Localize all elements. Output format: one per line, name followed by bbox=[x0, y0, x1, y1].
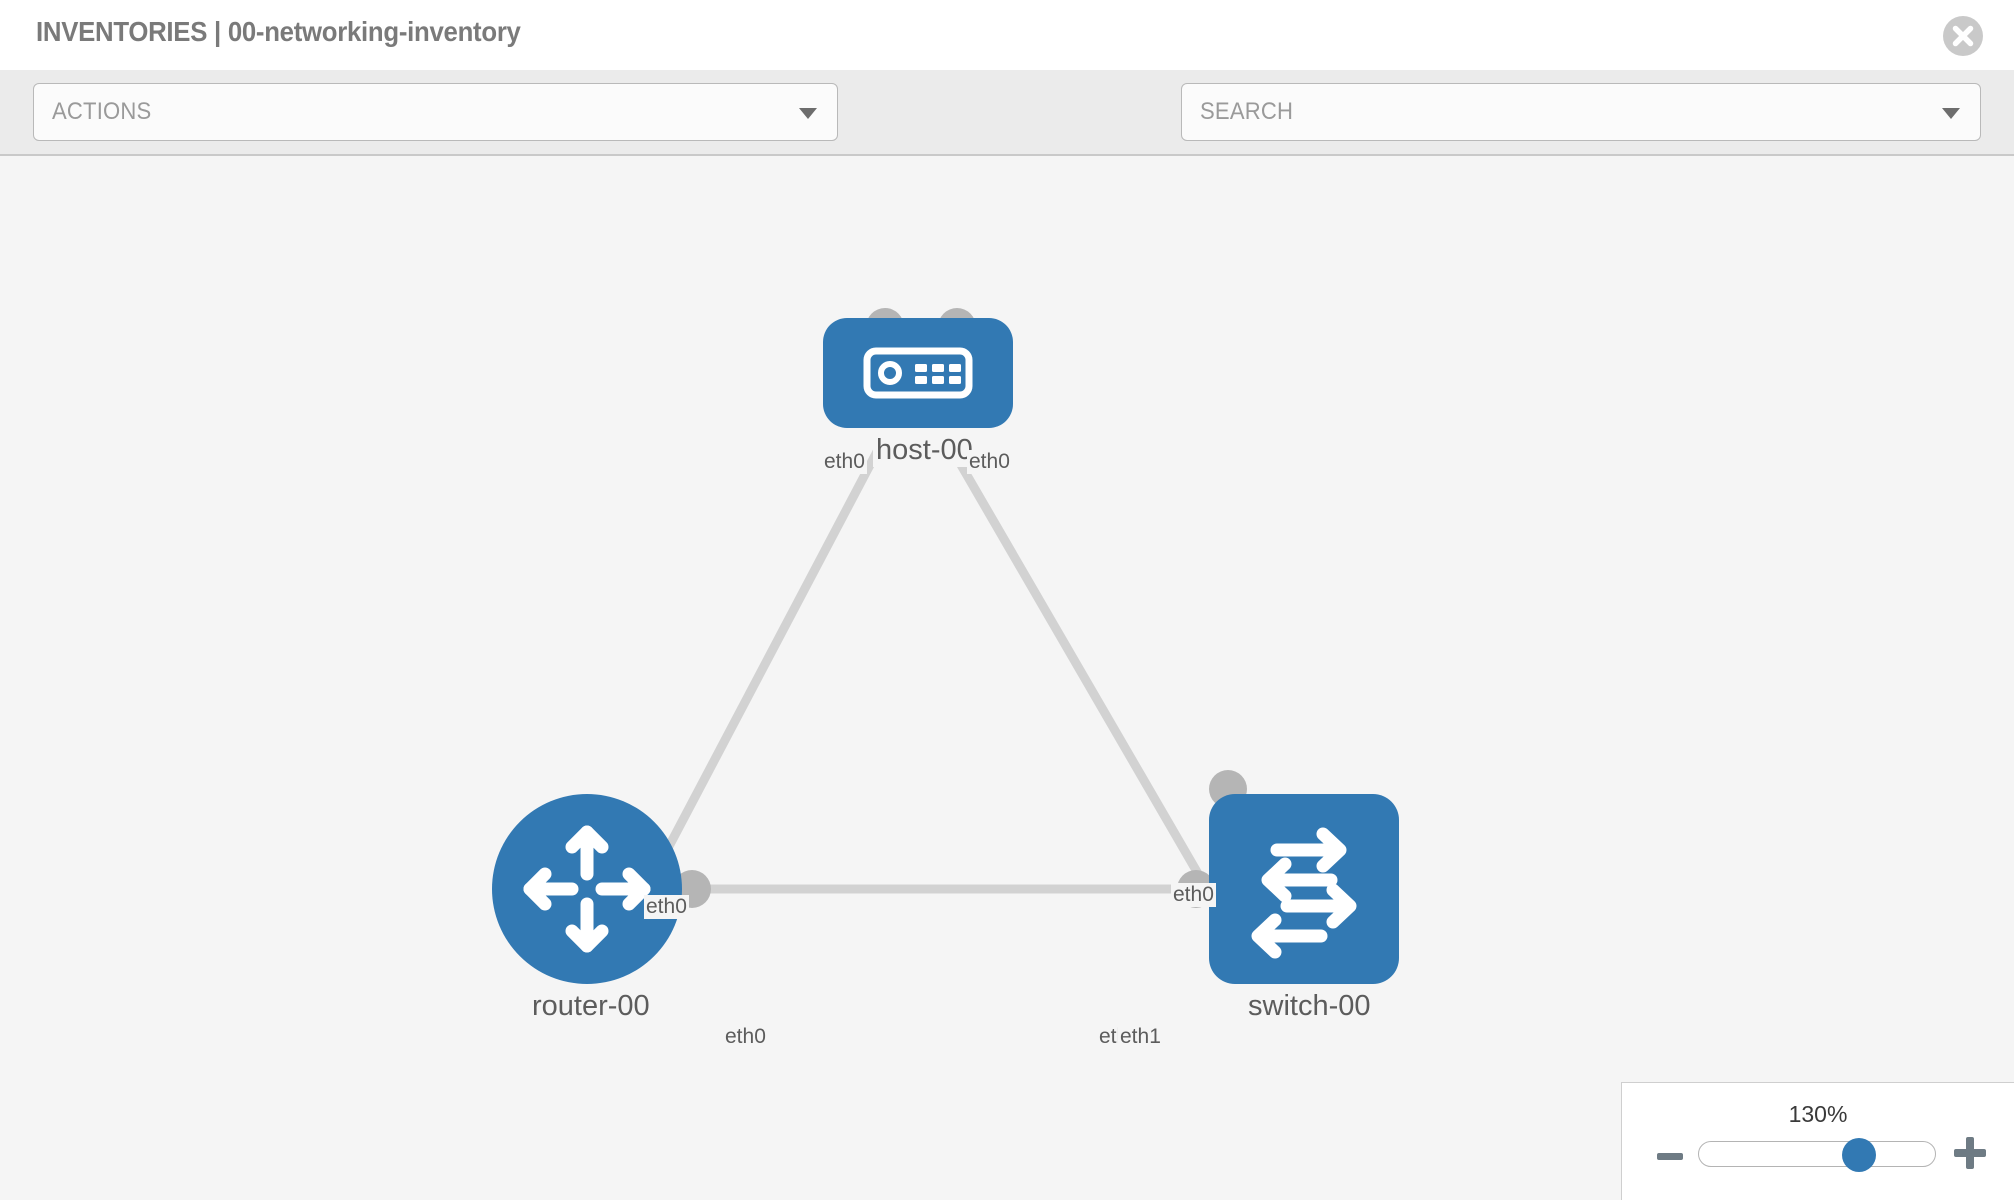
interface-label-host-left: eth0 bbox=[822, 450, 867, 475]
node-label-switch-00: switch-00 bbox=[1245, 990, 1374, 1024]
node-host-00[interactable] bbox=[823, 318, 1013, 428]
server-icon bbox=[863, 347, 973, 399]
zoom-slider[interactable] bbox=[1698, 1138, 1936, 1172]
chevron-down-icon[interactable] bbox=[1942, 108, 1960, 119]
link-router-host bbox=[652, 443, 884, 874]
interface-label-switch-host: eth0 bbox=[1171, 883, 1216, 908]
node-label-host-00: host-00 bbox=[873, 434, 976, 468]
link-host-switch bbox=[946, 443, 1244, 949]
actions-dropdown-label: ACTIONS bbox=[52, 98, 152, 125]
interface-label-host-right: eth0 bbox=[967, 450, 1012, 475]
chevron-down-icon bbox=[799, 108, 817, 119]
node-switch-00[interactable] bbox=[1209, 794, 1399, 984]
minus-icon[interactable] bbox=[1654, 1141, 1686, 1173]
slider-thumb[interactable] bbox=[1842, 1138, 1876, 1172]
search-input[interactable]: SEARCH bbox=[1181, 83, 1981, 141]
topology-canvas[interactable]: host-00 router-00 switch-00 eth0 eth0 et… bbox=[0, 156, 2014, 1200]
zoom-level-value: 130% bbox=[1788, 1101, 1848, 1127]
node-label-router-00: router-00 bbox=[529, 990, 653, 1024]
zoom-control-panel: 130% bbox=[1621, 1082, 2014, 1200]
interface-label-switch-router: eth1 bbox=[1118, 1025, 1163, 1050]
router-arrows-icon bbox=[523, 825, 651, 953]
interface-label-router-host: eth0 bbox=[644, 895, 689, 920]
plus-icon[interactable] bbox=[1952, 1135, 1988, 1171]
actions-dropdown[interactable]: ACTIONS bbox=[33, 83, 838, 141]
node-router-00[interactable] bbox=[492, 794, 682, 984]
close-circle-icon[interactable] bbox=[1941, 14, 1985, 58]
topology-links bbox=[652, 443, 1244, 949]
search-placeholder: SEARCH bbox=[1200, 98, 1294, 125]
page-title: INVENTORIES | 00-networking-inventory bbox=[36, 16, 521, 47]
switch-arrows-icon bbox=[1251, 827, 1357, 959]
interface-label-router-switch: eth0 bbox=[723, 1025, 768, 1050]
toolbar: ACTIONS SEARCH bbox=[0, 70, 2014, 203]
page-header: INVENTORIES | 00-networking-inventory bbox=[0, 0, 2014, 70]
